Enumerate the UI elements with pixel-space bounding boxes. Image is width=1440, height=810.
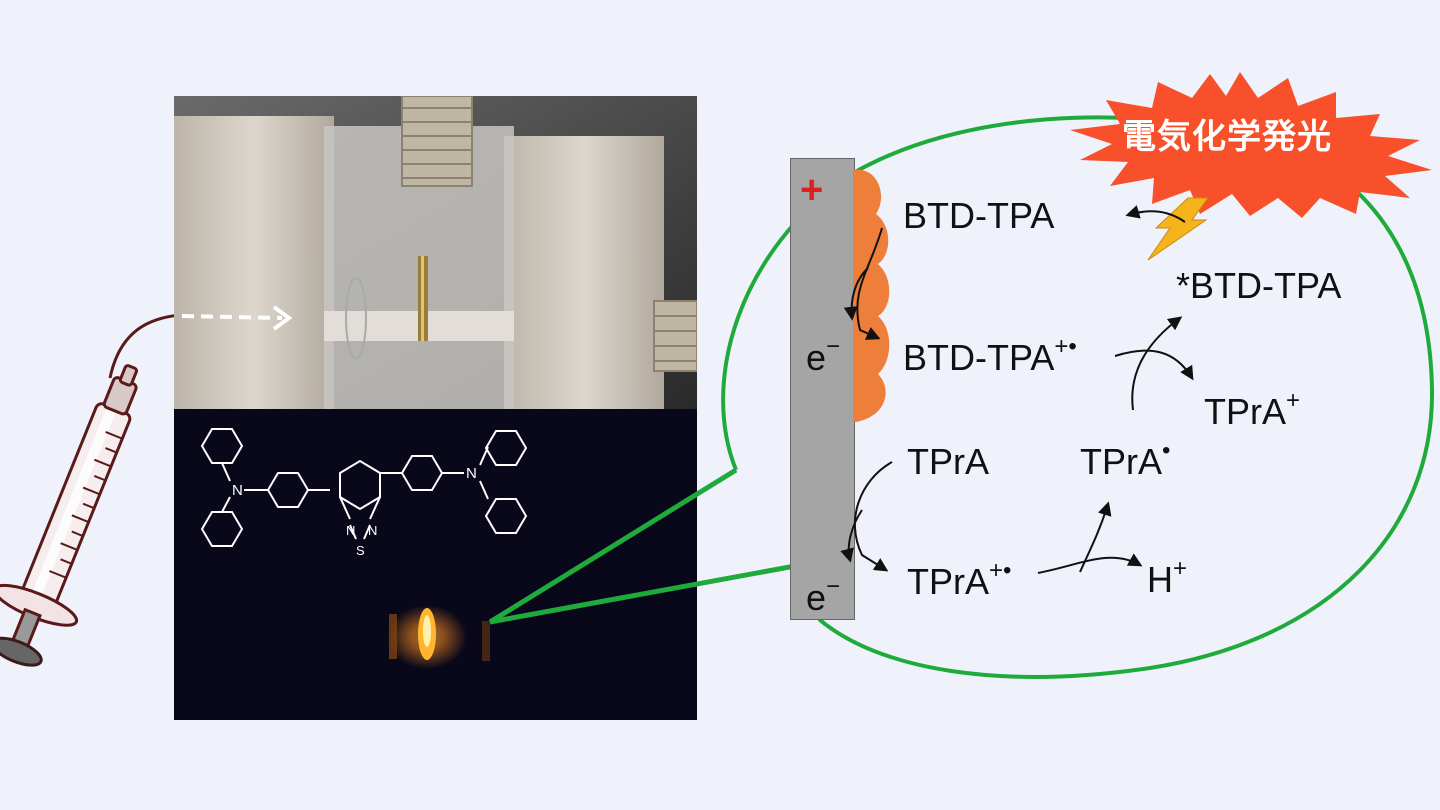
- electrode: [790, 158, 855, 620]
- dashed-arrow: [181, 314, 283, 320]
- arrow-electron-2: [840, 509, 863, 563]
- electron-1-text: e: [806, 337, 827, 378]
- proton-charge: +: [1173, 555, 1188, 582]
- btd-cation-charge: +•: [1054, 333, 1077, 360]
- zoom-line-top: [488, 467, 738, 625]
- arrow-radical-to-excited: [1131, 316, 1183, 411]
- tpra-plus-text: TPrA: [1204, 391, 1287, 432]
- label-btd-tpa-cation: BTD-TPA+•: [903, 335, 1077, 378]
- label-tpra-radical: TPrA•: [1080, 439, 1170, 482]
- electron-1-charge: −: [826, 333, 841, 360]
- ecl-burst: [1070, 72, 1432, 218]
- ecl-label: 電気化学発光: [1122, 118, 1332, 156]
- arrow-btd-oxidation: [856, 227, 883, 340]
- syringe-illustration: [0, 313, 181, 667]
- label-excited-btd-tpa: *BTD-TPA: [1176, 265, 1342, 306]
- atom-n-right: N: [466, 465, 477, 482]
- tpra-radical-dot: •: [1162, 437, 1171, 464]
- atom-n-btd-right: N: [368, 523, 377, 538]
- label-electron-1: e−: [806, 335, 840, 378]
- label-btd-tpa: BTD-TPA: [903, 195, 1055, 236]
- electron-2-text: e: [806, 577, 827, 618]
- cell-photo: [174, 96, 697, 409]
- arrow-tpra-oxidation: [853, 461, 893, 572]
- label-tpra-cation: TPrA+•: [907, 559, 1011, 602]
- arrow-emission: [1125, 205, 1186, 223]
- tpra-radical-text: TPrA: [1080, 441, 1163, 482]
- label-proton: H+: [1147, 557, 1187, 600]
- label-tpra: TPrA: [907, 441, 990, 482]
- arrow-cation-to-tpra-plus: [1114, 349, 1194, 381]
- arrow-to-tpra-radical: [1079, 501, 1112, 573]
- proton-text: H: [1147, 559, 1173, 600]
- zoom-line-bottom: [489, 563, 796, 625]
- electron-2-charge: −: [826, 573, 841, 600]
- tpra-plus-charge: +: [1286, 387, 1301, 414]
- electrode-plus-sign: +: [800, 168, 824, 212]
- tpra-cation-charge: +•: [989, 557, 1012, 584]
- arrow-electron-1: [843, 267, 869, 321]
- lightning-icon: [1147, 197, 1209, 261]
- syringe-tube: [108, 313, 181, 379]
- arrow-cation-to-proton: [1037, 553, 1143, 574]
- tpra-cation-text: TPrA: [907, 561, 990, 602]
- btd-tpa-structure: [200, 428, 528, 547]
- btd-cation-text: BTD-TPA: [903, 337, 1055, 378]
- atom-n-btd-left: N: [346, 523, 355, 538]
- emission-photo: N N N N S: [174, 409, 697, 720]
- label-tpra-plus: TPrA+: [1204, 389, 1300, 432]
- label-electron-2: e−: [806, 575, 840, 618]
- atom-n-left: N: [232, 482, 243, 499]
- atom-s: S: [356, 543, 365, 558]
